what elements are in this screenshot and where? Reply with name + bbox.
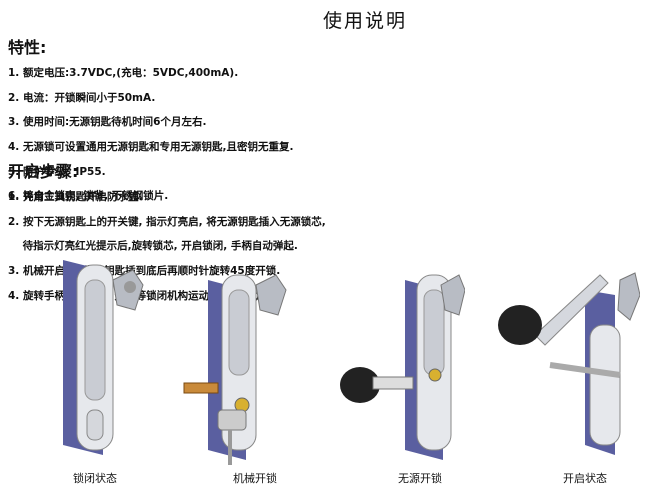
caption-open: 开启状态 [563,472,607,485]
lock-image-closed [63,260,144,455]
step-item: 待指示灯亮红光提示后,旋转锁芯, 开启锁闭, 手柄自动弹起. [8,240,298,253]
feature-item: 3. 使用时间:无源钥匙待机时间6个月左右. [8,116,207,129]
page-title: 使用说明 [322,10,407,32]
feature-item: 1. 额定电压:3.7VDC,(充电：5VDC,400mA). [8,67,239,80]
feature-item: 2. 电流：开锁瞬间小于50mA. [8,91,156,104]
features-list: 1. 额定电压:3.7VDC,(充电：5VDC,400mA). 2. 电流：开锁… [8,55,293,215]
caption-passive: 无源开锁 [398,472,442,485]
step-item: 2. 按下无源钥匙上的开关键, 指示灯亮启, 将无源钥匙插入无源锁芯, [8,215,326,228]
feature-item: 6. 锌合金锁壳, 锁背, 不锈钢锁片. [8,190,169,203]
features-heading: 特性: [8,38,47,57]
steps-heading: 开启步骤: [8,162,79,181]
caption-closed: 锁闭状态 [73,472,117,485]
lock-image-open [498,272,640,455]
step-item: 1. 先用工具钥匙开启防水盖. [8,191,143,204]
feature-item: 4. 无源锁可设置通用无源钥匙和专用无源钥匙,且密钥无重复. [8,141,294,154]
caption-mechanical: 机械开锁 [233,472,277,485]
lock-image-mechanical [183,274,287,465]
lock-image-passive [340,274,465,460]
steps-list: 1. 先用工具钥匙开启防水盖. 2. 按下无源钥匙上的开关键, 指示灯亮启, 将… [8,179,326,314]
feature-item: 5. 防护等级：IP55. [8,165,106,178]
